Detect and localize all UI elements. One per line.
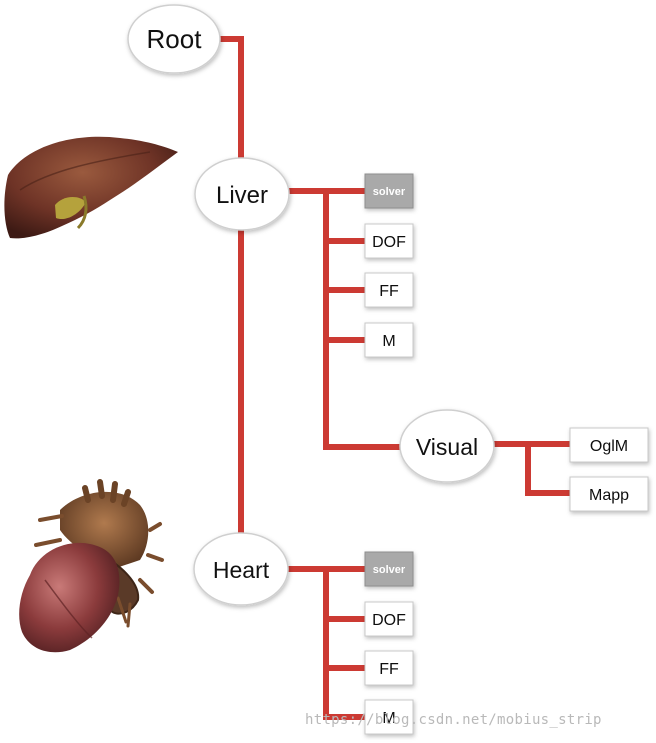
node-visual-label: Visual [416, 434, 478, 460]
visual-component-oglm[interactable]: OglM [569, 427, 649, 463]
node-liver-label: Liver [216, 182, 268, 209]
node-root[interactable] [127, 4, 221, 74]
watermark-url: https://blog.csdn.net/mobius_strip [305, 712, 602, 728]
heart-component-solver-label: solver [373, 564, 406, 576]
tree-edges [218, 36, 570, 720]
liver-component-ff[interactable]: FF [364, 272, 414, 308]
liver-component-solver[interactable]: solver [364, 173, 414, 209]
heart-component-solver[interactable]: solver [364, 551, 414, 587]
heart-component-dof[interactable]: DOF [364, 601, 414, 637]
visual-component-mapp[interactable]: Mapp [569, 476, 649, 512]
node-heart[interactable] [193, 532, 289, 606]
heart-illustration [19, 479, 164, 653]
node-liver[interactable] [194, 157, 290, 231]
node-visual[interactable] [399, 409, 495, 483]
heart-component-m-label: M [382, 710, 395, 727]
liver-component-solver-label: solver [373, 186, 406, 198]
node-heart-label: Heart [213, 557, 270, 583]
liver-component-m[interactable]: M [364, 322, 414, 358]
liver-component-ff-label: FF [379, 283, 399, 300]
edge-root-liver [218, 36, 244, 158]
heart-component-ff-label: FF [379, 661, 399, 678]
visual-component-oglm-label: OglM [590, 438, 628, 455]
heart-component-ff[interactable]: FF [364, 650, 414, 686]
liver-component-dof[interactable]: DOF [364, 223, 414, 259]
liver-illustration [4, 136, 178, 239]
liver-component-m-label: M [382, 333, 395, 350]
visual-component-mapp-label: Mapp [589, 487, 629, 504]
liver-component-dof-label: DOF [372, 234, 406, 251]
heart-component-dof-label: DOF [372, 612, 406, 629]
heart-component-m[interactable]: M [364, 699, 414, 735]
node-root-label: Root [147, 24, 203, 54]
